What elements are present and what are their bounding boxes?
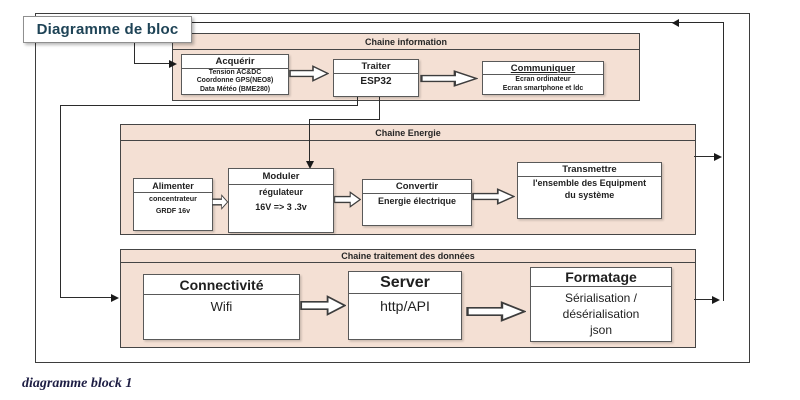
box-moduler-line: 16V => 3 .3v bbox=[255, 202, 307, 212]
connector-into-moduler-vertical bbox=[309, 119, 310, 162]
connector-into-traitement-horizontal bbox=[60, 297, 112, 298]
connector-title-to-acquerir-horizontal bbox=[134, 63, 170, 64]
box-acquerir: Acquérir Tension AC&DC Coordonne GPS(NEO… bbox=[181, 54, 289, 95]
box-transmettre-title: Transmettre bbox=[518, 163, 661, 177]
diagram-caption: diagramme block 1 bbox=[22, 376, 133, 391]
box-transmettre: Transmettre l'ensemble des Equipment du … bbox=[517, 162, 662, 219]
diagram-outer-frame bbox=[35, 13, 750, 363]
box-communiquer-title: Communiquer bbox=[483, 62, 603, 75]
block-arrow-alimenter-to-moduler bbox=[212, 194, 228, 210]
box-transmettre-line: du système bbox=[564, 190, 615, 200]
arrowhead-energie-to-bus bbox=[714, 152, 722, 161]
diagram-title-box: Diagramme de bloc bbox=[23, 16, 192, 43]
box-transmettre-line: l'ensemble des Equipment bbox=[532, 178, 647, 188]
block-arrow-acquerir-to-traiter bbox=[289, 65, 329, 82]
block-arrow-convertir-to-transmettre bbox=[472, 188, 515, 205]
box-acquerir-line: Coordonne GPS(NEO8) bbox=[196, 77, 274, 85]
box-moduler-line: régulateur bbox=[258, 187, 303, 197]
box-formatage-line: Sérialisation / bbox=[564, 291, 638, 305]
box-formatage-line: json bbox=[589, 323, 612, 337]
feedback-bus-right-vertical bbox=[723, 22, 724, 301]
box-traiter-line: ESP32 bbox=[360, 76, 392, 87]
box-connectivite-title: Connectivité bbox=[144, 275, 299, 295]
connector-esp32-to-moduler-horizontal bbox=[309, 119, 380, 120]
box-alimenter-title: Alimenter bbox=[134, 179, 212, 193]
arrowhead-into-traitement bbox=[111, 293, 119, 302]
section-chaine-energie-header: Chaine Energie bbox=[121, 125, 695, 141]
box-convertir: Convertir Energie électrique bbox=[362, 179, 472, 226]
section-chaine-traitement-header: Chaine traitement des données bbox=[121, 250, 695, 263]
box-alimenter-line: concentrateur bbox=[149, 194, 197, 203]
box-convertir-title: Convertir bbox=[363, 180, 471, 194]
arrowhead-into-moduler bbox=[305, 161, 314, 169]
block-arrow-server-to-formatage bbox=[466, 301, 526, 322]
connector-traitement-to-bus bbox=[694, 299, 713, 300]
connector-left-drop-vertical bbox=[60, 105, 61, 298]
box-formatage-line: désérialisation bbox=[562, 307, 640, 321]
section-chaine-information-header: Chaine information bbox=[173, 34, 639, 50]
feedback-bus-top-horizontal bbox=[190, 22, 724, 23]
box-acquerir-line: Data Météo (BME280) bbox=[199, 85, 271, 93]
box-server-title: Server bbox=[349, 272, 461, 294]
box-alimenter-line: GRDF 16v bbox=[155, 206, 191, 215]
box-communiquer: Communiquer Ecran ordinateur Ecran smart… bbox=[482, 61, 604, 95]
block-arrow-moduler-to-convertir bbox=[334, 191, 361, 208]
connector-esp32-to-left-horizontal bbox=[60, 105, 358, 106]
box-acquerir-line: Tension AC&DC bbox=[208, 68, 262, 76]
box-traiter: Traiter ESP32 bbox=[333, 59, 419, 97]
box-moduler-title: Moduler bbox=[229, 169, 333, 185]
arrowhead-into-acquerir bbox=[169, 59, 177, 68]
box-traiter-title: Traiter bbox=[334, 60, 418, 74]
box-convertir-line: Energie électrique bbox=[377, 196, 457, 206]
diagram-title: Diagramme de bloc bbox=[36, 21, 179, 38]
box-connectivite: Connectivité Wifi bbox=[143, 274, 300, 340]
box-formatage-title: Formatage bbox=[531, 268, 671, 287]
connector-title-to-acquerir-vertical bbox=[134, 41, 135, 64]
block-arrow-traiter-to-communiquer bbox=[420, 70, 478, 87]
box-alimenter: Alimenter concentrateur GRDF 16v bbox=[133, 178, 213, 231]
connector-esp32-down-left-leg bbox=[357, 95, 358, 106]
arrowhead-feedback-toward-title bbox=[672, 19, 679, 27]
box-connectivite-line: Wifi bbox=[210, 299, 233, 314]
box-acquerir-title: Acquérir bbox=[182, 55, 288, 69]
box-server-line: http/API bbox=[380, 298, 430, 314]
block-arrow-connectivite-to-server bbox=[300, 295, 346, 316]
connector-energie-to-bus bbox=[694, 156, 715, 157]
connector-esp32-down-right-leg bbox=[379, 95, 380, 120]
box-communiquer-line: Ecran smartphone et ldc bbox=[502, 85, 584, 92]
box-moduler: Moduler régulateur 16V => 3 .3v bbox=[228, 168, 334, 233]
box-communiquer-line: Ecran ordinateur bbox=[515, 76, 571, 83]
box-formatage: Formatage Sérialisation / désérialisatio… bbox=[530, 267, 672, 342]
box-server: Server http/API bbox=[348, 271, 462, 340]
arrowhead-traitement-to-bus bbox=[712, 295, 720, 304]
